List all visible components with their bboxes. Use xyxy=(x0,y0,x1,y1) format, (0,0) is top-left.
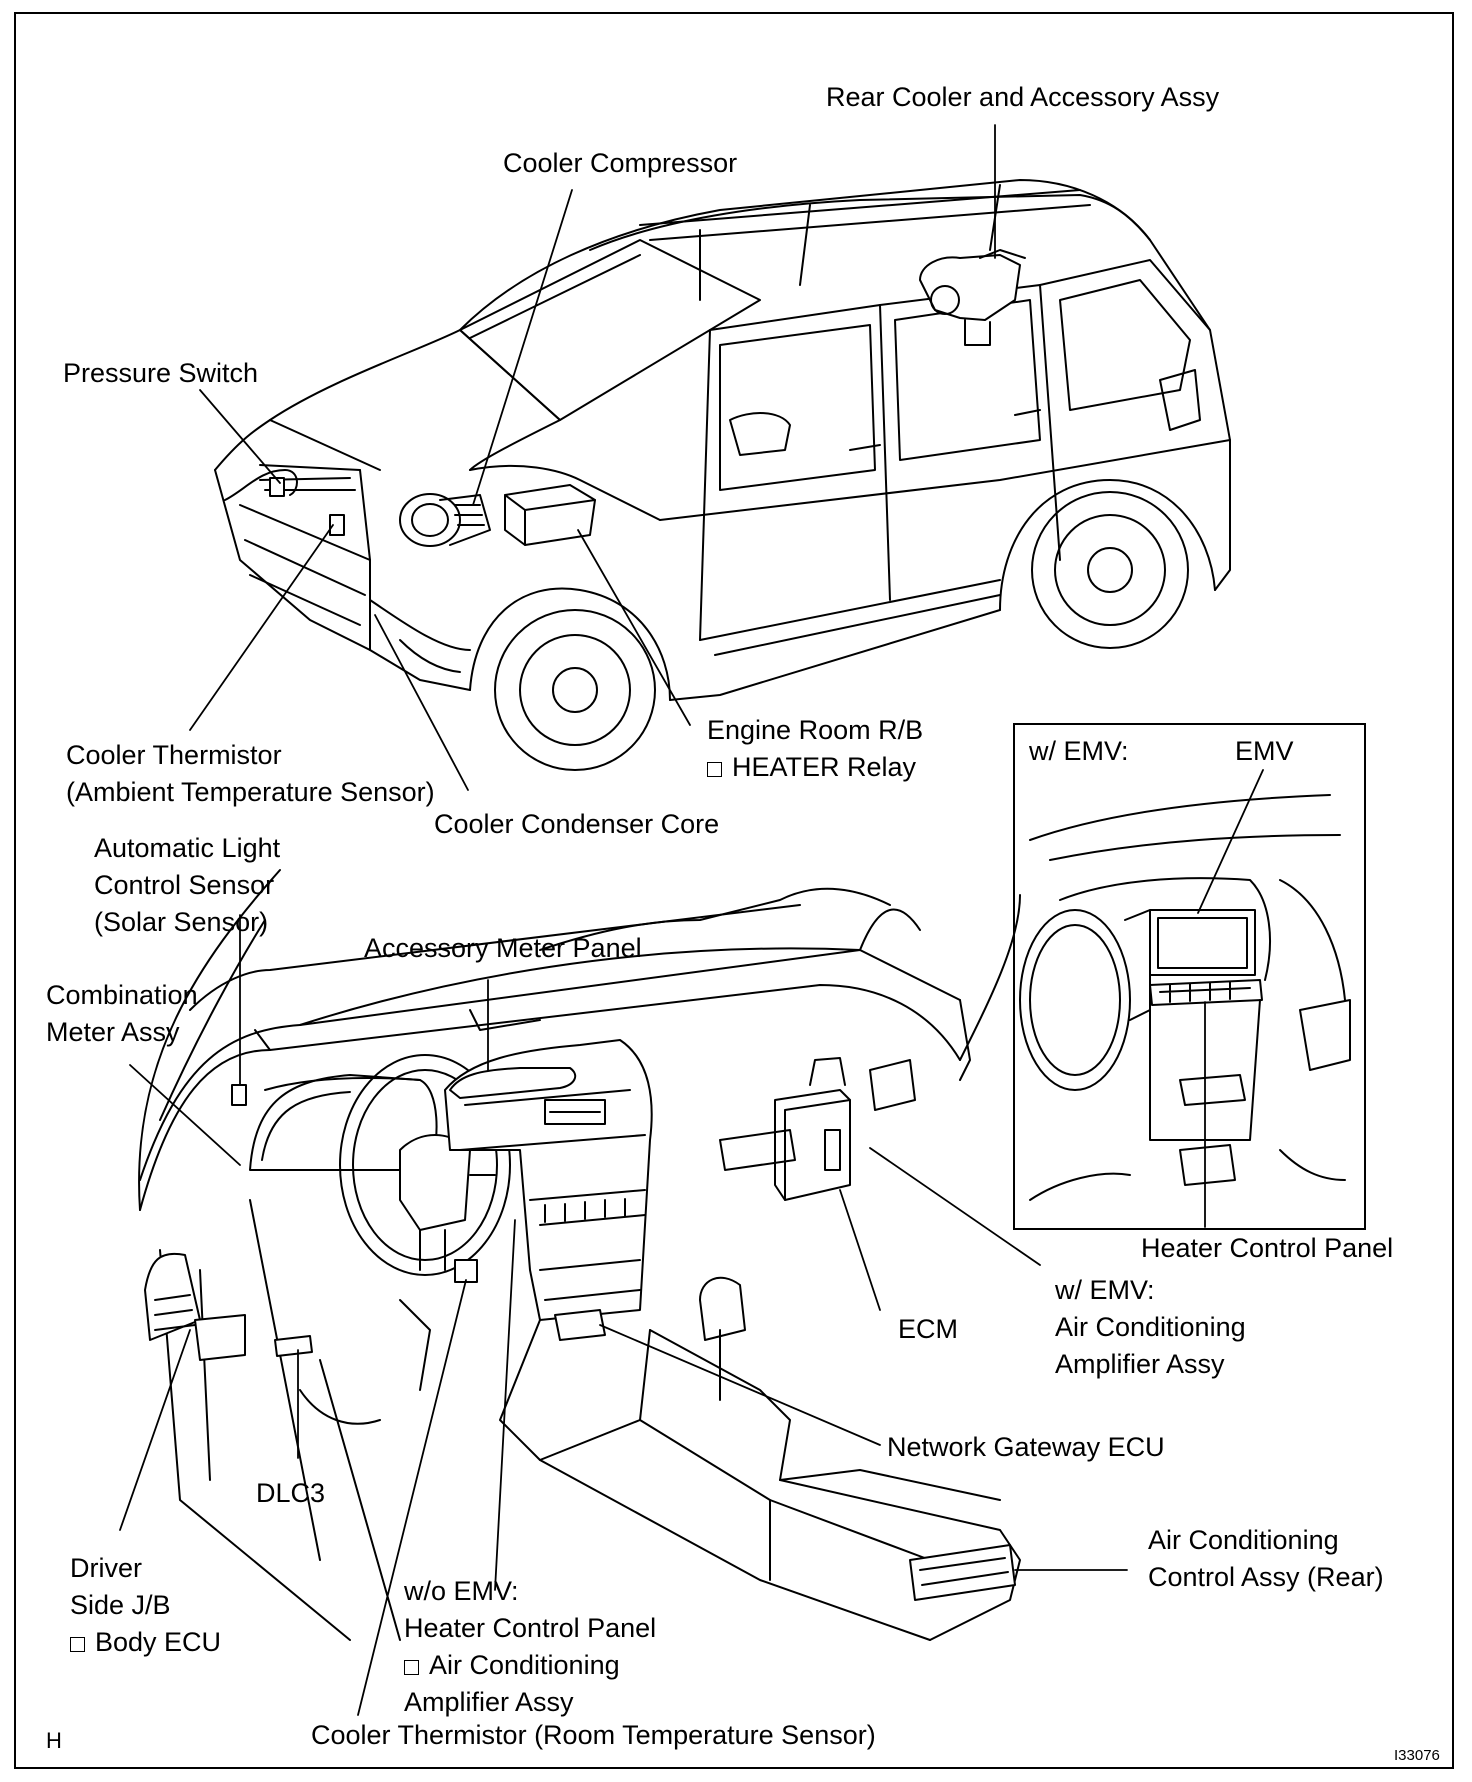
inset-illustration xyxy=(1019,794,1351,1201)
label-cooler-thermistor-room: Cooler Thermistor (Room Temperature Sens… xyxy=(311,1720,876,1750)
auto-light-line1: Automatic Light xyxy=(94,833,281,863)
combination-meter-line1: Combination xyxy=(46,980,198,1010)
auto-light-line2: Control Sensor xyxy=(94,870,275,900)
wo-heater-panel-line: Heater Control Panel xyxy=(404,1613,657,1643)
label-network-gateway: Network Gateway ECU xyxy=(887,1432,1165,1462)
suv-outline xyxy=(214,179,1231,771)
heater-relay-line: HEATER Relay xyxy=(707,749,923,786)
label-pressure-switch: Pressure Switch xyxy=(63,358,259,388)
ac-control-rear-line1: Air Conditioning xyxy=(1148,1525,1339,1555)
label-accessory-meter-panel: Accessory Meter Panel xyxy=(364,933,642,963)
thermistor-ambient-line2: (Ambient Temperature Sensor) xyxy=(66,777,435,807)
ac-control-rear-line2: Control Assy (Rear) xyxy=(1148,1562,1384,1592)
square-icon xyxy=(707,762,722,777)
label-inset-prefix: w/ EMV: xyxy=(1029,736,1129,766)
label-ac-control-rear: Air Conditioning Control Assy (Rear) xyxy=(1148,1522,1384,1596)
wo-ac-text: Air Conditioning xyxy=(429,1650,620,1680)
leader-lines xyxy=(119,124,1264,1716)
label-emv: EMV xyxy=(1235,736,1294,766)
wo-emv-line: w/o EMV: xyxy=(404,1576,519,1606)
ac-amplifier-line1: Air Conditioning xyxy=(1055,1312,1246,1342)
emv-inset-box xyxy=(1013,723,1366,1230)
square-icon xyxy=(404,1660,419,1675)
label-cooler-compressor: Cooler Compressor xyxy=(503,148,738,178)
heater-relay-text: HEATER Relay xyxy=(732,752,917,782)
label-cooler-condenser-core: Cooler Condenser Core xyxy=(434,809,720,839)
label-driver-side-jb: Driver Side J/B Body ECU xyxy=(70,1550,221,1661)
engine-room-rb-text: Engine Room R/B xyxy=(707,715,924,745)
label-cooler-thermistor-ambient: Cooler Thermistor (Ambient Temperature S… xyxy=(66,737,435,811)
square-icon xyxy=(70,1637,85,1652)
wo-ac-line1: Air Conditioning xyxy=(404,1647,656,1684)
driver-jb-line2: Side J/B xyxy=(70,1590,171,1620)
label-auto-light-sensor: Automatic Light Control Sensor (Solar Se… xyxy=(94,830,280,941)
label-ecm: ECM xyxy=(898,1314,958,1344)
label-dlc3: DLC3 xyxy=(256,1478,326,1508)
diagram-frame xyxy=(14,12,1454,1769)
driver-jb-line3: Body ECU xyxy=(70,1624,221,1661)
w-emv-line: w/ EMV: xyxy=(1055,1275,1155,1305)
thermistor-ambient-line1: Cooler Thermistor xyxy=(66,740,282,770)
corner-mark: H xyxy=(46,1728,62,1753)
label-engine-room-rb: Engine Room R/B HEATER Relay xyxy=(707,712,923,786)
combination-meter-line2: Meter Assy xyxy=(46,1017,180,1047)
dashboard-outline xyxy=(138,869,1021,1641)
label-heater-control-panel: Heater Control Panel xyxy=(1141,1233,1394,1263)
auto-light-line3: (Solar Sensor) xyxy=(94,907,269,937)
label-w-emv-ac-amplifier: w/ EMV: Air Conditioning Amplifier Assy xyxy=(1055,1272,1246,1383)
driver-jb-line1: Driver xyxy=(70,1553,142,1583)
wo-ac-line2: Amplifier Assy xyxy=(404,1687,574,1717)
figure-id: I33076 xyxy=(1394,1747,1440,1764)
ac-amplifier-line2: Amplifier Assy xyxy=(1055,1349,1225,1379)
label-rear-cooler: Rear Cooler and Accessory Assy xyxy=(826,82,1220,112)
label-wo-emv: w/o EMV: Heater Control Panel Air Condit… xyxy=(404,1573,656,1721)
body-ecu-text: Body ECU xyxy=(95,1627,222,1657)
label-combination-meter: Combination Meter Assy xyxy=(46,977,198,1051)
